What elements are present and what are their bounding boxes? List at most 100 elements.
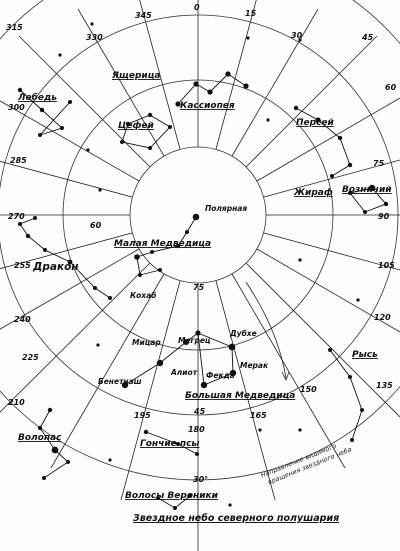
cassiopeia-figure bbox=[177, 73, 247, 105]
star-dubhe bbox=[228, 343, 236, 351]
star bbox=[68, 100, 72, 104]
star bbox=[138, 273, 142, 277]
constellation-lacerta: Ящерица bbox=[111, 71, 160, 81]
star bbox=[246, 36, 250, 40]
star-name-polaris: Полярная bbox=[205, 204, 247, 213]
constellation-coma-berenices: Волосы Вероники bbox=[125, 491, 219, 501]
hour-line-330 bbox=[77, 8, 165, 157]
star bbox=[350, 438, 354, 442]
star bbox=[168, 125, 172, 129]
hour-label-330: 330 bbox=[86, 33, 103, 42]
hour-label-225: 225 bbox=[22, 353, 39, 362]
star bbox=[293, 105, 299, 111]
hour-line-150 bbox=[231, 273, 346, 469]
star bbox=[348, 191, 352, 195]
constellation-canes-venatici: Гончие псы bbox=[140, 439, 200, 449]
star-name-megrez: Мегрец bbox=[178, 336, 211, 345]
star bbox=[39, 107, 45, 113]
hour-label-180: 180 bbox=[188, 425, 205, 434]
hour-label-120: 120 bbox=[374, 313, 391, 322]
star bbox=[150, 250, 154, 254]
hour-label-45: 45 bbox=[361, 33, 374, 42]
declination-label-30: 30° bbox=[193, 475, 208, 484]
star bbox=[37, 425, 43, 431]
hour-label-150: 150 bbox=[300, 385, 317, 394]
hour-line-210 bbox=[50, 273, 165, 469]
hour-label-30: 30 bbox=[291, 31, 303, 40]
hour-label-135: 135 bbox=[376, 381, 393, 390]
star-phecda bbox=[200, 381, 208, 389]
hour-label-0: 0 bbox=[194, 3, 200, 12]
star bbox=[368, 184, 376, 192]
star bbox=[38, 133, 42, 137]
hour-label-15: 15 bbox=[245, 9, 257, 18]
star bbox=[225, 71, 231, 77]
hour-line-255 bbox=[0, 232, 133, 270]
hour-line-240 bbox=[0, 248, 140, 330]
star bbox=[96, 343, 100, 347]
declination-label-75: 75 bbox=[193, 283, 205, 292]
hour-label-345: 345 bbox=[135, 11, 152, 20]
star bbox=[120, 140, 124, 144]
star bbox=[143, 429, 149, 435]
star bbox=[356, 298, 360, 302]
hour-line-315 bbox=[18, 35, 151, 168]
constellation-draco: Дракон bbox=[32, 261, 79, 273]
constellation-ursa-minor: Малая Медведица bbox=[114, 239, 211, 249]
constellation-cygnus: Лебедь bbox=[17, 92, 57, 103]
star bbox=[86, 148, 90, 152]
hour-line-225 bbox=[0, 262, 151, 413]
star bbox=[328, 348, 332, 352]
rotation-note: Направление видимого вращения звездного … bbox=[260, 442, 353, 487]
star-benetnash bbox=[121, 381, 129, 389]
star-name-mizar: Мицар bbox=[132, 338, 161, 347]
hour-label-165: 165 bbox=[250, 411, 267, 420]
rotation-arrow bbox=[245, 281, 287, 379]
hour-line-195 bbox=[120, 280, 181, 501]
star bbox=[176, 442, 180, 446]
bootes-figure bbox=[39, 409, 69, 479]
hour-label-60: 60 bbox=[385, 83, 397, 92]
draco-figure bbox=[19, 217, 111, 299]
declination-labels: 60 75 45 30° bbox=[90, 221, 208, 484]
star bbox=[67, 259, 73, 265]
constellation-bootes: Волопас bbox=[18, 433, 62, 443]
star bbox=[175, 243, 181, 249]
star bbox=[298, 258, 302, 262]
star bbox=[43, 248, 47, 252]
constellation-perseus: Персей bbox=[296, 118, 335, 128]
star-name-phecda: Фекда bbox=[206, 371, 235, 380]
hour-line-285 bbox=[0, 160, 133, 198]
star bbox=[207, 89, 213, 95]
star bbox=[51, 446, 59, 454]
star bbox=[193, 81, 199, 87]
hour-label-240: 240 bbox=[14, 315, 31, 324]
star-name-merak: Мерак bbox=[240, 361, 269, 370]
hour-label-90: 90 bbox=[378, 212, 390, 221]
star-alioth bbox=[183, 339, 189, 345]
hour-labels: 0 15 30 45 60 75 90 105 120 135 150 165 … bbox=[6, 3, 397, 434]
star-merak bbox=[229, 369, 237, 377]
star bbox=[337, 135, 343, 141]
star bbox=[125, 121, 131, 127]
star bbox=[148, 146, 152, 150]
star-mizar bbox=[156, 359, 164, 367]
constellation-auriga: Возничий bbox=[342, 185, 392, 195]
star bbox=[330, 174, 334, 178]
star bbox=[348, 375, 352, 379]
star-polaris bbox=[192, 213, 200, 221]
star bbox=[298, 428, 302, 432]
star bbox=[98, 188, 102, 192]
hour-label-270: 270 bbox=[8, 212, 25, 221]
constellation-ursa-major: Большая Медведица bbox=[185, 391, 295, 401]
hour-label-255: 255 bbox=[14, 261, 31, 270]
hour-label-210: 210 bbox=[8, 398, 25, 407]
star bbox=[108, 458, 112, 462]
star-names: Полярная Кохаб Мицар Мегрец Дубхе Алиот … bbox=[98, 204, 269, 386]
star-kochab bbox=[134, 254, 140, 260]
star bbox=[243, 83, 249, 89]
constellation-names: Лебедь Ящерица Цефей Кассиопея Персей Жи… bbox=[17, 71, 392, 501]
hour-line-300 bbox=[0, 100, 140, 182]
star bbox=[60, 126, 64, 130]
